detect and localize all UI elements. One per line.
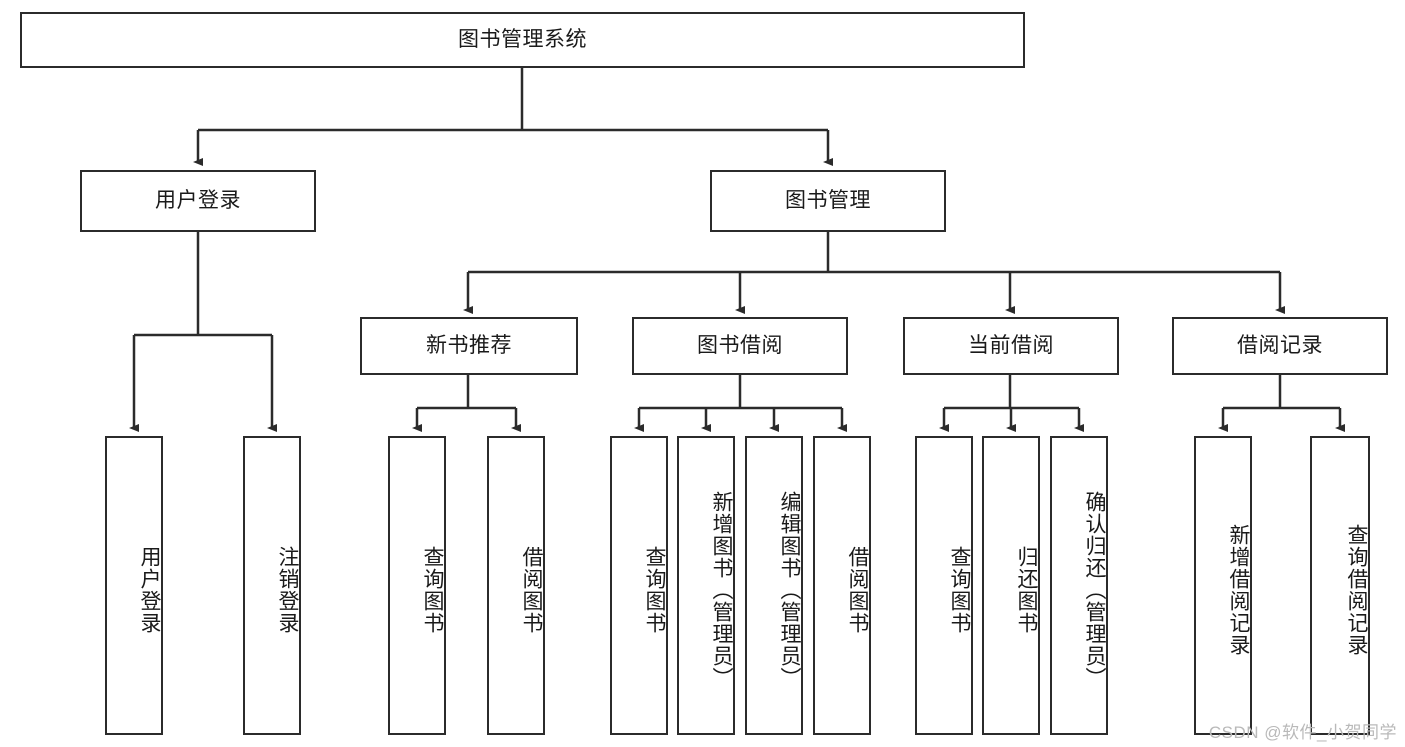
node-label: 新增图书（管理员） [710, 490, 733, 689]
node-leaf-edit-book-admin[interactable]: 编辑图书（管理员） [745, 436, 803, 735]
node-leaf-add-book-admin[interactable]: 新增图书（管理员） [677, 436, 735, 735]
node-label: 用户登录 [155, 189, 241, 213]
node-leaf-borrow-book-recommend[interactable]: 借阅图书 [487, 436, 545, 735]
node-label: 图书借阅 [697, 334, 783, 358]
node-label: 新增借阅记录 [1227, 523, 1250, 656]
node-leaf-query-borrow-record[interactable]: 查询借阅记录 [1310, 436, 1370, 735]
node-label: 借阅图书 [846, 545, 869, 634]
node-leaf-logout-login[interactable]: 注销登录 [243, 436, 301, 735]
node-book-borrow[interactable]: 图书借阅 [632, 317, 848, 375]
node-label: 借阅记录 [1237, 334, 1323, 358]
node-current-borrow[interactable]: 当前借阅 [903, 317, 1119, 375]
node-leaf-query-book-recommend[interactable]: 查询图书 [388, 436, 446, 735]
node-leaf-query-book-current[interactable]: 查询图书 [915, 436, 973, 735]
node-label: 归还图书 [1015, 545, 1038, 634]
node-label: 当前借阅 [968, 334, 1054, 358]
node-label: 编辑图书（管理员） [778, 490, 801, 689]
node-leaf-add-borrow-record[interactable]: 新增借阅记录 [1194, 436, 1252, 735]
node-new-book-recommend[interactable]: 新书推荐 [360, 317, 578, 375]
node-label: 用户登录 [138, 545, 161, 634]
node-label: 借阅图书 [520, 545, 543, 634]
node-book-management-system[interactable]: 图书管理系统 [20, 12, 1025, 68]
node-label: 查询图书 [421, 545, 444, 634]
node-label: 图书管理 [785, 189, 871, 213]
node-leaf-confirm-return-admin[interactable]: 确认归还（管理员） [1050, 436, 1108, 735]
node-label: 图书管理系统 [458, 28, 587, 52]
node-label: 查询图书 [948, 545, 971, 634]
node-label: 新书推荐 [426, 334, 512, 358]
node-label: 查询借阅记录 [1345, 523, 1368, 656]
node-borrow-records[interactable]: 借阅记录 [1172, 317, 1388, 375]
node-user-login[interactable]: 用户登录 [80, 170, 316, 232]
node-book-management[interactable]: 图书管理 [710, 170, 946, 232]
node-leaf-return-book[interactable]: 归还图书 [982, 436, 1040, 735]
csdn-watermark: CSDN @软件_小贺同学 [1208, 723, 1397, 742]
node-leaf-user-login[interactable]: 用户登录 [105, 436, 163, 735]
node-label: 查询图书 [643, 545, 666, 634]
node-leaf-query-book-borrow[interactable]: 查询图书 [610, 436, 668, 735]
node-leaf-borrow-book[interactable]: 借阅图书 [813, 436, 871, 735]
node-label: 注销登录 [276, 545, 299, 634]
node-label: 确认归还（管理员） [1083, 490, 1106, 689]
